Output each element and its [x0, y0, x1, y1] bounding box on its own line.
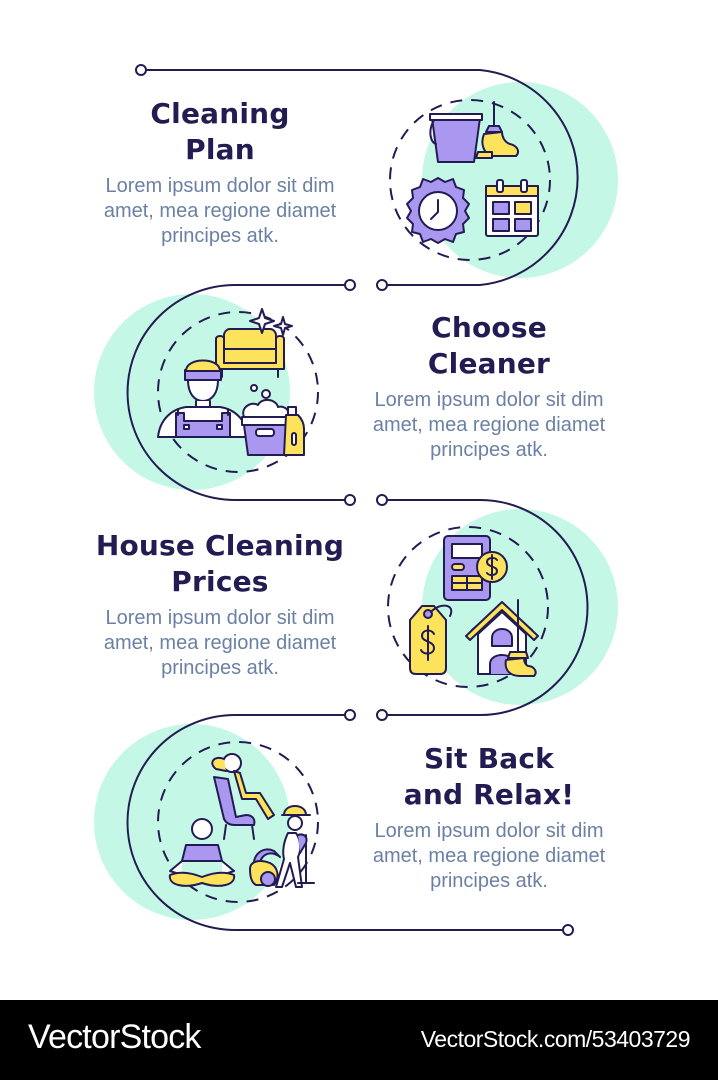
- step-4-description: Lorem ipsum dolor sit dim amet, mea regi…: [372, 820, 606, 892]
- node: [344, 494, 356, 506]
- price-tag-icon: [409, 604, 453, 675]
- step-4-text: Sit Back and Relax! Lorem ipsum dolor si…: [344, 741, 634, 894]
- image-reference: VectorStock.com/53403729: [420, 1026, 691, 1052]
- node: [344, 709, 356, 721]
- dollar-coin-icon: [476, 551, 508, 583]
- house-mop-icon: [465, 599, 539, 677]
- calendar-icon: [485, 179, 539, 237]
- step-2-description: Lorem ipsum dolor sit dim amet, mea regi…: [372, 389, 606, 461]
- step-1-text: Cleaning Plan Lorem ipsum dolor sit dim …: [75, 96, 365, 249]
- step-3-description: Lorem ipsum dolor sit dim amet, mea regi…: [103, 607, 337, 679]
- step-2-text: Choose Cleaner Lorem ipsum dolor sit dim…: [344, 310, 634, 463]
- sofa-sparkle-icon: [215, 308, 293, 378]
- node: [376, 709, 388, 721]
- detergent-bottle-icon: [283, 406, 305, 456]
- cleaner-worker-icon: [157, 359, 249, 438]
- gear-clock-icon: [406, 177, 470, 244]
- connector-segment-1: [147, 69, 579, 286]
- step-3-title: House Cleaning Prices: [95, 529, 345, 598]
- step-3-text: House Cleaning Prices Lorem ipsum dolor …: [75, 528, 365, 681]
- step-3-icons: [409, 535, 539, 677]
- meditating-person-icon: [168, 818, 236, 887]
- step-2-icons: [157, 308, 305, 456]
- mop-icon: [475, 101, 519, 159]
- node: [376, 279, 388, 291]
- step-1-description: Lorem ipsum dolor sit dim amet, mea regi…: [103, 175, 337, 247]
- infographic: Cleaning Plan Lorem ipsum dolor sit dim …: [75, 64, 634, 936]
- relaxing-person-chair-icon: [211, 753, 275, 840]
- node-end: [562, 924, 574, 936]
- step-1-icons: [406, 101, 539, 244]
- node: [376, 494, 388, 506]
- watermark-footer: VectorStock VectorStock.com/53403729: [0, 1000, 718, 1080]
- connector-segment-4: [126, 714, 562, 931]
- soap-bucket-icon: [241, 384, 291, 456]
- connector-segment-2: [126, 284, 345, 501]
- bucket-icon: [429, 113, 483, 163]
- calculator-icon: [443, 535, 491, 601]
- node-start: [135, 64, 147, 76]
- worker-vacuum-icon: [249, 805, 315, 888]
- step-2-title: Choose Cleaner: [427, 311, 551, 380]
- dashed-ring-1: [389, 99, 551, 261]
- node: [344, 279, 356, 291]
- timeline-connector: [94, 64, 618, 936]
- connector-segment-3: [386, 499, 589, 716]
- step-4-title: Sit Back and Relax!: [403, 742, 575, 811]
- brand-logo: VectorStock: [28, 1018, 201, 1056]
- dashed-ring-4: [157, 741, 319, 903]
- dashed-ring-2: [157, 311, 319, 473]
- step-4-icons: [168, 753, 315, 888]
- dashed-ring-3: [387, 526, 549, 688]
- step-1-title: Cleaning Plan: [150, 97, 290, 166]
